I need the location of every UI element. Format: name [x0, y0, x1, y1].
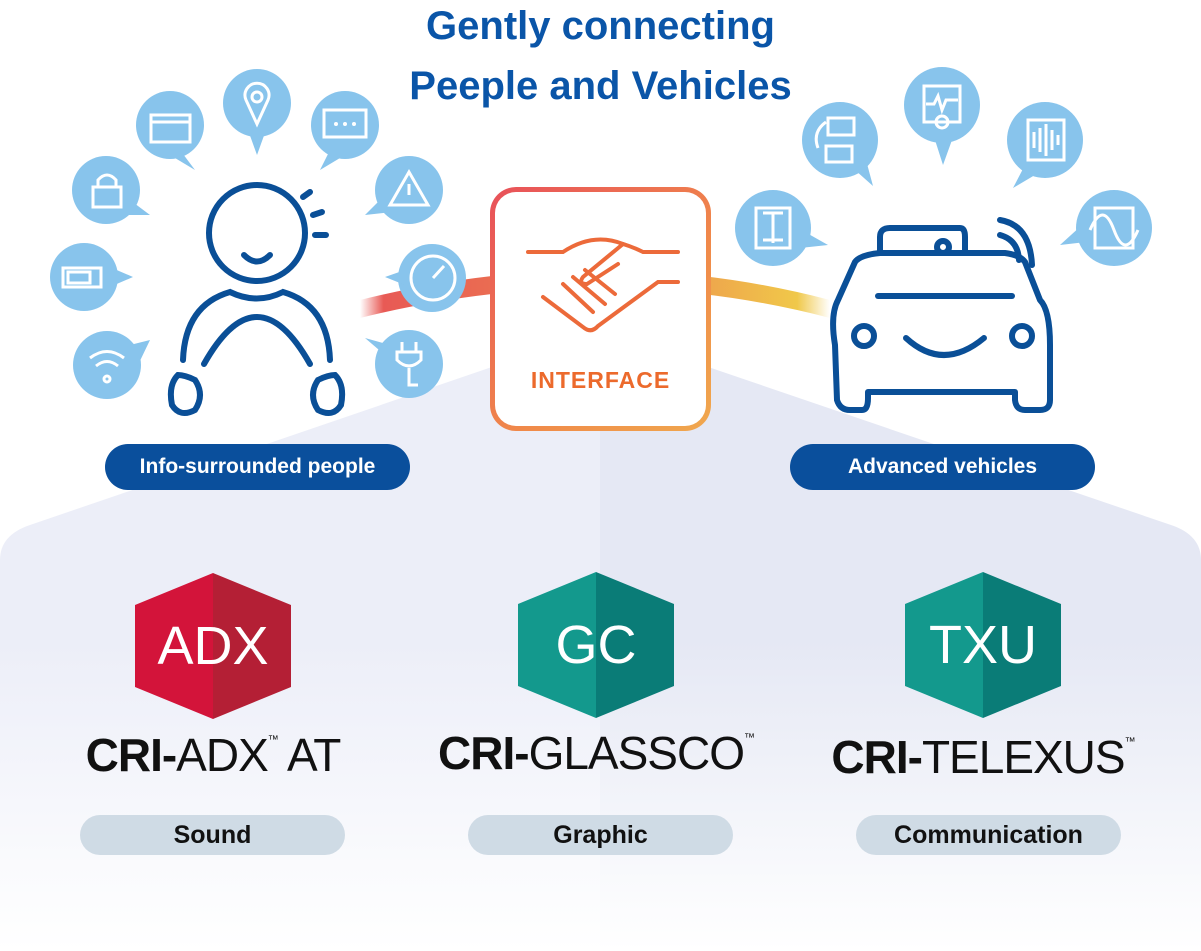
txu-badge: TXU [905, 572, 1061, 718]
title-line-2: Peeple and Vehicles [409, 64, 792, 108]
category-communication: Communication [856, 815, 1121, 855]
sound-wave-icon [1007, 102, 1083, 188]
interface-box: INTERFACE [490, 187, 711, 431]
title-line-1: Gently connecting [426, 4, 775, 48]
vehicles-label: Advanced vehicles [790, 444, 1095, 490]
gc-badge: GC [518, 572, 674, 718]
battery-level-icon [50, 243, 133, 311]
monitor-sync-icon [802, 102, 878, 186]
warning-icon [365, 156, 443, 224]
car-illustration [830, 217, 1053, 413]
product-name-adx: CRI-ADX™ AT [85, 729, 342, 781]
speedometer-icon [385, 244, 466, 312]
category-sound: Sound [80, 815, 345, 855]
person-illustration [167, 182, 346, 417]
product-name-telexus: CRI-TELEXUS™ [831, 731, 1135, 783]
handshake-icon [526, 237, 680, 333]
car-battery-icon [136, 91, 204, 170]
people-label: Info-surrounded people [105, 444, 410, 490]
waveform-icon [1060, 190, 1152, 266]
wifi-icon [73, 331, 150, 399]
adx-badge: ADX [135, 573, 291, 719]
category-graphic: Graphic [468, 815, 733, 855]
connection-band [360, 270, 830, 318]
lock-icon [72, 156, 150, 224]
chassis-icon [735, 190, 828, 266]
interface-label: INTERFACE [530, 367, 671, 393]
diagnostics-icon [904, 67, 980, 165]
location-pin-icon [223, 69, 291, 155]
plug-icon [365, 330, 443, 398]
product-name-glassco: CRI-GLASSCO™ [438, 727, 755, 779]
chat-icon [311, 91, 379, 170]
icon-bubbles [50, 67, 1152, 417]
